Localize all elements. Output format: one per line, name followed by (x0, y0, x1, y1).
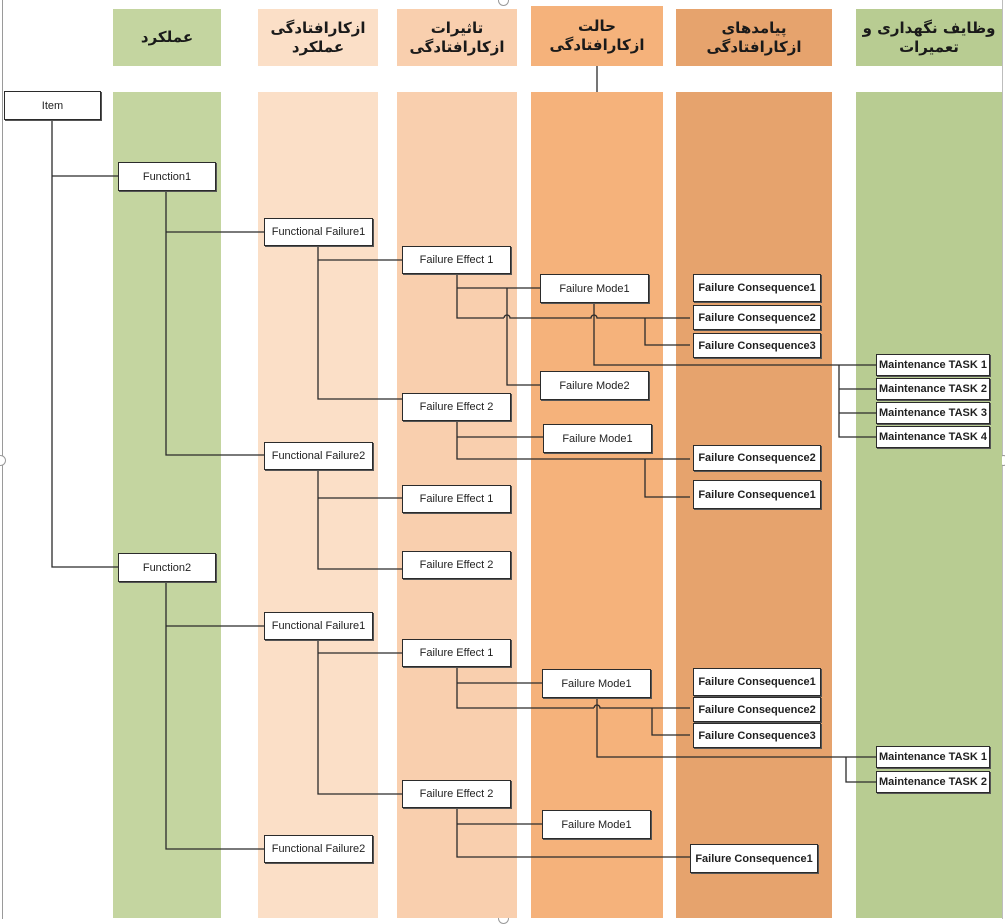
item-node[interactable]: Item (4, 91, 101, 120)
lane-function (113, 92, 221, 918)
failure-consequence-node[interactable]: Failure Consequence3 (693, 333, 821, 358)
connector (51, 119, 118, 568)
functional-failure-node[interactable]: Functional Failure2 (264, 835, 373, 863)
header-functional-failure: ازکارافتادگی عملکرد (258, 9, 378, 66)
failure-effect-node[interactable]: Failure Effect 1 (402, 246, 511, 274)
failure-consequence-node[interactable]: Failure Consequence2 (693, 305, 821, 330)
failure-mode-node[interactable]: Failure Mode2 (540, 371, 649, 400)
lane-maintenance-tasks (856, 92, 1002, 918)
failure-effect-node[interactable]: Failure Effect 2 (402, 551, 511, 579)
maintenance-task-node[interactable]: Maintenance TASK 4 (876, 426, 990, 448)
functional-failure-node[interactable]: Functional Failure1 (264, 612, 373, 640)
functional-failure-node[interactable]: Functional Failure2 (264, 442, 373, 470)
failure-effect-node[interactable]: Failure Effect 2 (402, 393, 511, 421)
failure-consequence-node[interactable]: Failure Consequence1 (693, 668, 821, 696)
failure-consequence-node[interactable]: Failure Consequence3 (693, 723, 821, 748)
failure-mode-node[interactable]: Failure Mode1 (542, 669, 651, 698)
header-function-label: عملکرد (140, 28, 194, 46)
failure-consequence-node[interactable]: Failure Consequence1 (690, 844, 818, 873)
maintenance-task-node[interactable]: Maintenance TASK 1 (876, 746, 990, 768)
header-failure-mode-label: حالت ازکارافتادگی (549, 17, 645, 54)
header-failure-consequence: پیامدهای ازکارافتادگی (676, 9, 832, 66)
failure-consequence-node[interactable]: Failure Consequence2 (693, 445, 821, 471)
header-functional-failure-label: ازکارافتادگی عملکرد (270, 18, 366, 56)
failure-consequence-node[interactable]: Failure Consequence2 (693, 697, 821, 722)
maintenance-task-node[interactable]: Maintenance TASK 2 (876, 771, 990, 793)
header-failure-mode: حالت ازکارافتادگی (531, 6, 663, 66)
maintenance-task-node[interactable]: Maintenance TASK 3 (876, 402, 990, 424)
failure-effect-node[interactable]: Failure Effect 1 (402, 639, 511, 667)
maintenance-task-node[interactable]: Maintenance TASK 2 (876, 378, 990, 400)
failure-mode-node[interactable]: Failure Mode1 (542, 810, 651, 839)
header-maintenance-tasks-label: وظایف نگهداری و تعمیرات (862, 18, 996, 56)
lane-failure-mode (531, 92, 663, 918)
function-node[interactable]: Function2 (118, 553, 216, 582)
resize-handle-top[interactable] (498, 0, 509, 6)
resize-handle-left[interactable] (0, 455, 6, 466)
header-function: عملکرد (113, 9, 221, 66)
header-maintenance-tasks: وظایف نگهداری و تعمیرات (856, 9, 1002, 66)
failure-effect-node[interactable]: Failure Effect 1 (402, 485, 511, 513)
header-failure-effect: تاثیرات ازکارافتادگی (397, 9, 517, 66)
failure-mode-node[interactable]: Failure Mode1 (543, 424, 652, 453)
maintenance-task-node[interactable]: Maintenance TASK 1 (876, 354, 990, 376)
failure-consequence-node[interactable]: Failure Consequence1 (693, 274, 821, 302)
lane-functional-failure (258, 92, 378, 918)
header-failure-consequence-label: پیامدهای ازکارافتادگی (706, 18, 802, 56)
failure-consequence-node[interactable]: Failure Consequence1 (693, 480, 821, 509)
failure-effect-node[interactable]: Failure Effect 2 (402, 780, 511, 808)
header-failure-effect-label: تاثیرات ازکارافتادگی (409, 18, 505, 56)
failure-mode-node[interactable]: Failure Mode1 (540, 274, 649, 303)
function-node[interactable]: Function1 (118, 162, 216, 191)
functional-failure-node[interactable]: Functional Failure1 (264, 218, 373, 246)
